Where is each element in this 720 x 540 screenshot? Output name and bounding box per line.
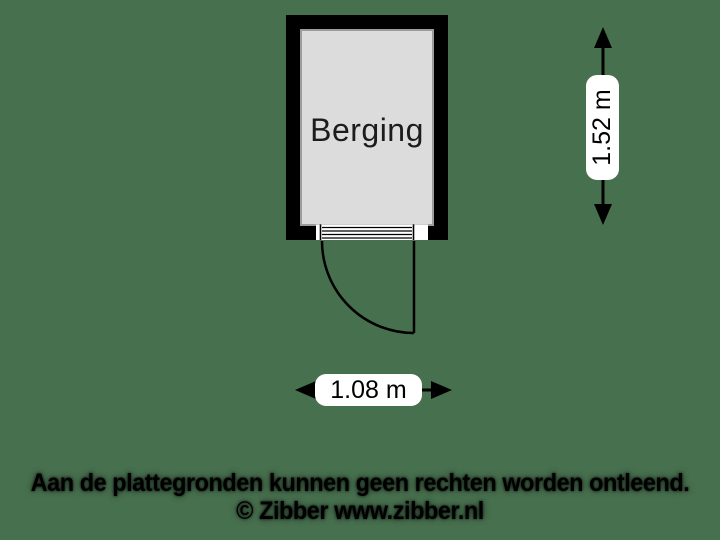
room-floor	[300, 29, 434, 226]
arrow-down-icon	[594, 204, 612, 225]
room-label: Berging	[310, 112, 424, 148]
height-dimension-label: 1.52 m	[586, 75, 619, 180]
width-dimension-label: 1.08 m	[315, 374, 422, 406]
footer-disclaimer: Aan de plattegronden kunnen geen rechten…	[30, 469, 690, 497]
arrow-up-icon	[594, 27, 612, 48]
door-opening	[316, 224, 428, 240]
footer-copyright: © Zibber www.zibber.nl	[236, 497, 484, 525]
arrow-left-icon	[295, 381, 316, 399]
door-swing-arc	[320, 240, 415, 335]
arrow-right-icon	[431, 381, 452, 399]
door-threshold	[316, 224, 428, 240]
